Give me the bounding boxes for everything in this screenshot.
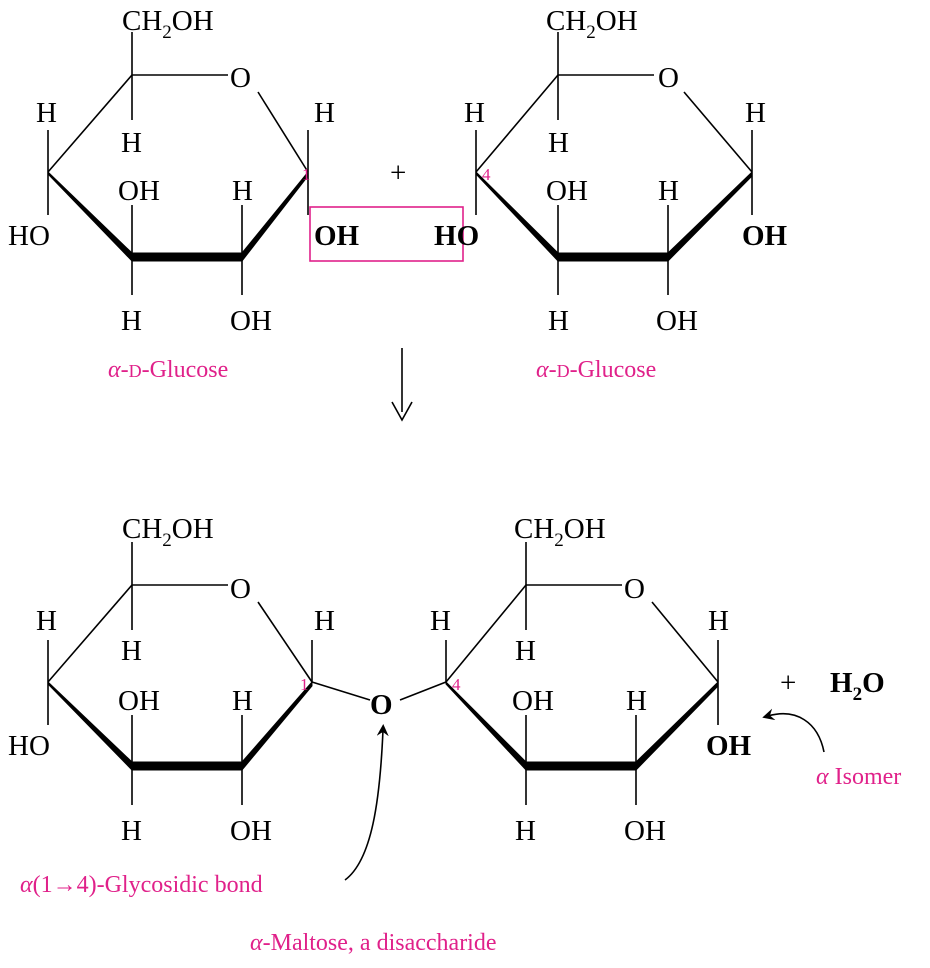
- h-c4-top: H: [464, 97, 485, 129]
- h-c1-top: H: [314, 97, 335, 129]
- bond-c3-c2: [131, 252, 243, 262]
- h-c1-top: H: [314, 605, 335, 637]
- bond-c5-c4: [47, 584, 133, 683]
- h-c1-top: H: [708, 605, 729, 637]
- bond-c1-bridge-o: [311, 681, 371, 701]
- reaction-arrow-head: [391, 401, 413, 422]
- glucose-right-name: α-D-Glucose: [536, 357, 656, 383]
- oh-c1: OH: [742, 220, 788, 252]
- ho-c4: HO: [434, 220, 479, 252]
- c4-number: 4: [452, 675, 461, 694]
- ring-oxygen: O: [230, 573, 251, 605]
- h-c3-bottom: H: [121, 305, 142, 337]
- glucose-left: CH2OH O H H H 1 OH H HO OH H OH α-D-Gluc…: [8, 5, 360, 383]
- h-c2: H: [626, 685, 647, 717]
- oh-c3: OH: [118, 685, 160, 717]
- maltose-right-ring: CH2OH O H H H 4 OH H OH H OH: [430, 513, 752, 847]
- h-c5: H: [121, 127, 142, 159]
- oh-c3: OH: [512, 685, 554, 717]
- h-c2: H: [232, 175, 253, 207]
- bond-c5-c4: [475, 74, 559, 173]
- plus-sign-bottom: +: [780, 667, 796, 699]
- ch2oh-label: CH2OH: [546, 5, 638, 43]
- glucose-right: CH2OH O H H H 4 OH H HO OH H OH α-D-Gluc…: [434, 5, 788, 383]
- plus-sign-top: +: [390, 157, 406, 189]
- bond-c3-c2: [557, 252, 669, 262]
- h-c3-bottom: H: [548, 305, 569, 337]
- h-c5: H: [515, 635, 536, 667]
- h-c5: H: [548, 127, 569, 159]
- oh-c2-bottom: OH: [656, 305, 698, 337]
- bond-c5-c4: [445, 584, 527, 683]
- ring-oxygen: O: [658, 62, 679, 94]
- ring-oxygen: O: [624, 573, 645, 605]
- oh-c1: OH: [706, 730, 752, 762]
- alpha-isomer-label: α Isomer: [816, 764, 901, 790]
- bond-o-c1: [257, 91, 309, 173]
- ch2oh-label: CH2OH: [122, 5, 214, 43]
- h-c4-top: H: [36, 605, 57, 637]
- condensation-highlight-box: [309, 206, 464, 262]
- oh-c2-bottom: OH: [230, 815, 272, 847]
- ho-c4: HO: [8, 730, 50, 762]
- h-c2: H: [232, 685, 253, 717]
- maltose-caption: α-Maltose, a disaccharide: [250, 930, 497, 956]
- glycosidic-pointer-arrow: [344, 724, 389, 881]
- c1-number: 1: [300, 675, 309, 694]
- h-c3-bottom: H: [515, 815, 536, 847]
- bond-c3-c2: [131, 761, 243, 771]
- h-c3-bottom: H: [121, 815, 142, 847]
- glucose-left-name: α-D-Glucose: [108, 357, 228, 383]
- c1-number: 1: [302, 165, 311, 184]
- isomer-pointer-arrow: [762, 708, 825, 753]
- oh-c2-bottom: OH: [624, 815, 666, 847]
- bond-c5-c4: [47, 74, 133, 173]
- h-c5: H: [121, 635, 142, 667]
- maltose-left-ring: CH2OH O H H H 1 OH H HO H OH: [8, 513, 335, 847]
- ho-c4: HO: [8, 220, 50, 252]
- bond-c2-c1: [667, 170, 753, 263]
- oh-c3: OH: [118, 175, 160, 207]
- bond-o-c1: [257, 601, 313, 683]
- bond-o-c1: [651, 601, 719, 683]
- h-c1-top: H: [745, 97, 766, 129]
- glycosidic-bond-label: α(1→4)-Glycosidic bond: [20, 872, 263, 898]
- h-c4-top: H: [36, 97, 57, 129]
- oh-c2-bottom: OH: [230, 305, 272, 337]
- ring-oxygen: O: [230, 62, 251, 94]
- ch2oh-label: CH2OH: [514, 513, 606, 551]
- oh-c3: OH: [546, 175, 588, 207]
- bond-o-c1: [683, 91, 753, 173]
- bond-c3-c2: [525, 761, 637, 771]
- water-formula: H2O: [830, 667, 885, 705]
- h-c2: H: [658, 175, 679, 207]
- bond-bridge-o-c4: [399, 681, 447, 701]
- h-c4-top: H: [430, 605, 451, 637]
- bridge-oxygen: O: [370, 689, 393, 721]
- oh-c1: OH: [314, 220, 360, 252]
- ch2oh-label: CH2OH: [122, 513, 214, 551]
- c4-number: 4: [482, 165, 491, 184]
